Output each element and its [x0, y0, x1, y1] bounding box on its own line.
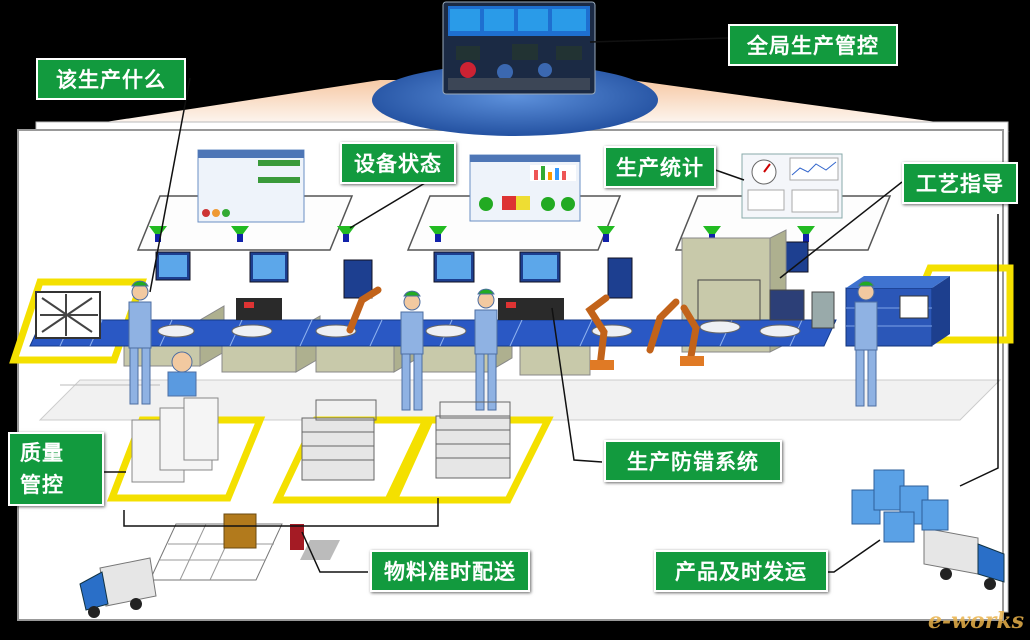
label-quality-control: 质量 管控 [8, 432, 104, 506]
warehouse-icon [851, 469, 949, 543]
label-material-delivery: 物料准时配送 [370, 550, 530, 592]
label-product-shipping: 产品及时发运 [654, 550, 828, 592]
raw-material-cage [35, 291, 101, 339]
box-stack-icon [131, 397, 219, 483]
label-equipment-status: 设备状态 [340, 142, 456, 184]
label-quality-control-line2: 管控 [20, 473, 64, 497]
robot-arm-icon [346, 286, 700, 370]
mes-dialog-panel [197, 149, 305, 223]
label-what-to-produce: 该生产什么 [36, 58, 186, 100]
yellow-zones [9, 264, 1014, 504]
truck-icon [79, 527, 1005, 618]
production-stats-panel [741, 153, 843, 219]
factory-floor [38, 379, 1002, 421]
signal-lamp-icon [149, 226, 815, 242]
label-error-proofing: 生产防错系统 [604, 440, 782, 482]
inspection-station [697, 279, 835, 329]
material-delivery-area [149, 513, 340, 581]
equipment-status-panel [469, 154, 581, 222]
label-global-control: 全局生产管控 [728, 24, 898, 66]
connector-lines [104, 37, 999, 573]
control-room-screen [442, 1, 596, 95]
worker-icon [128, 280, 878, 411]
label-process-guidance: 工艺指导 [902, 162, 1018, 204]
watermark-logo: e-works [928, 608, 1024, 634]
label-quality-control-line1: 质量 [20, 441, 64, 465]
label-production-stats: 生产统计 [604, 146, 716, 188]
cart-icon [301, 399, 511, 481]
products-on-conveyor [157, 320, 801, 338]
